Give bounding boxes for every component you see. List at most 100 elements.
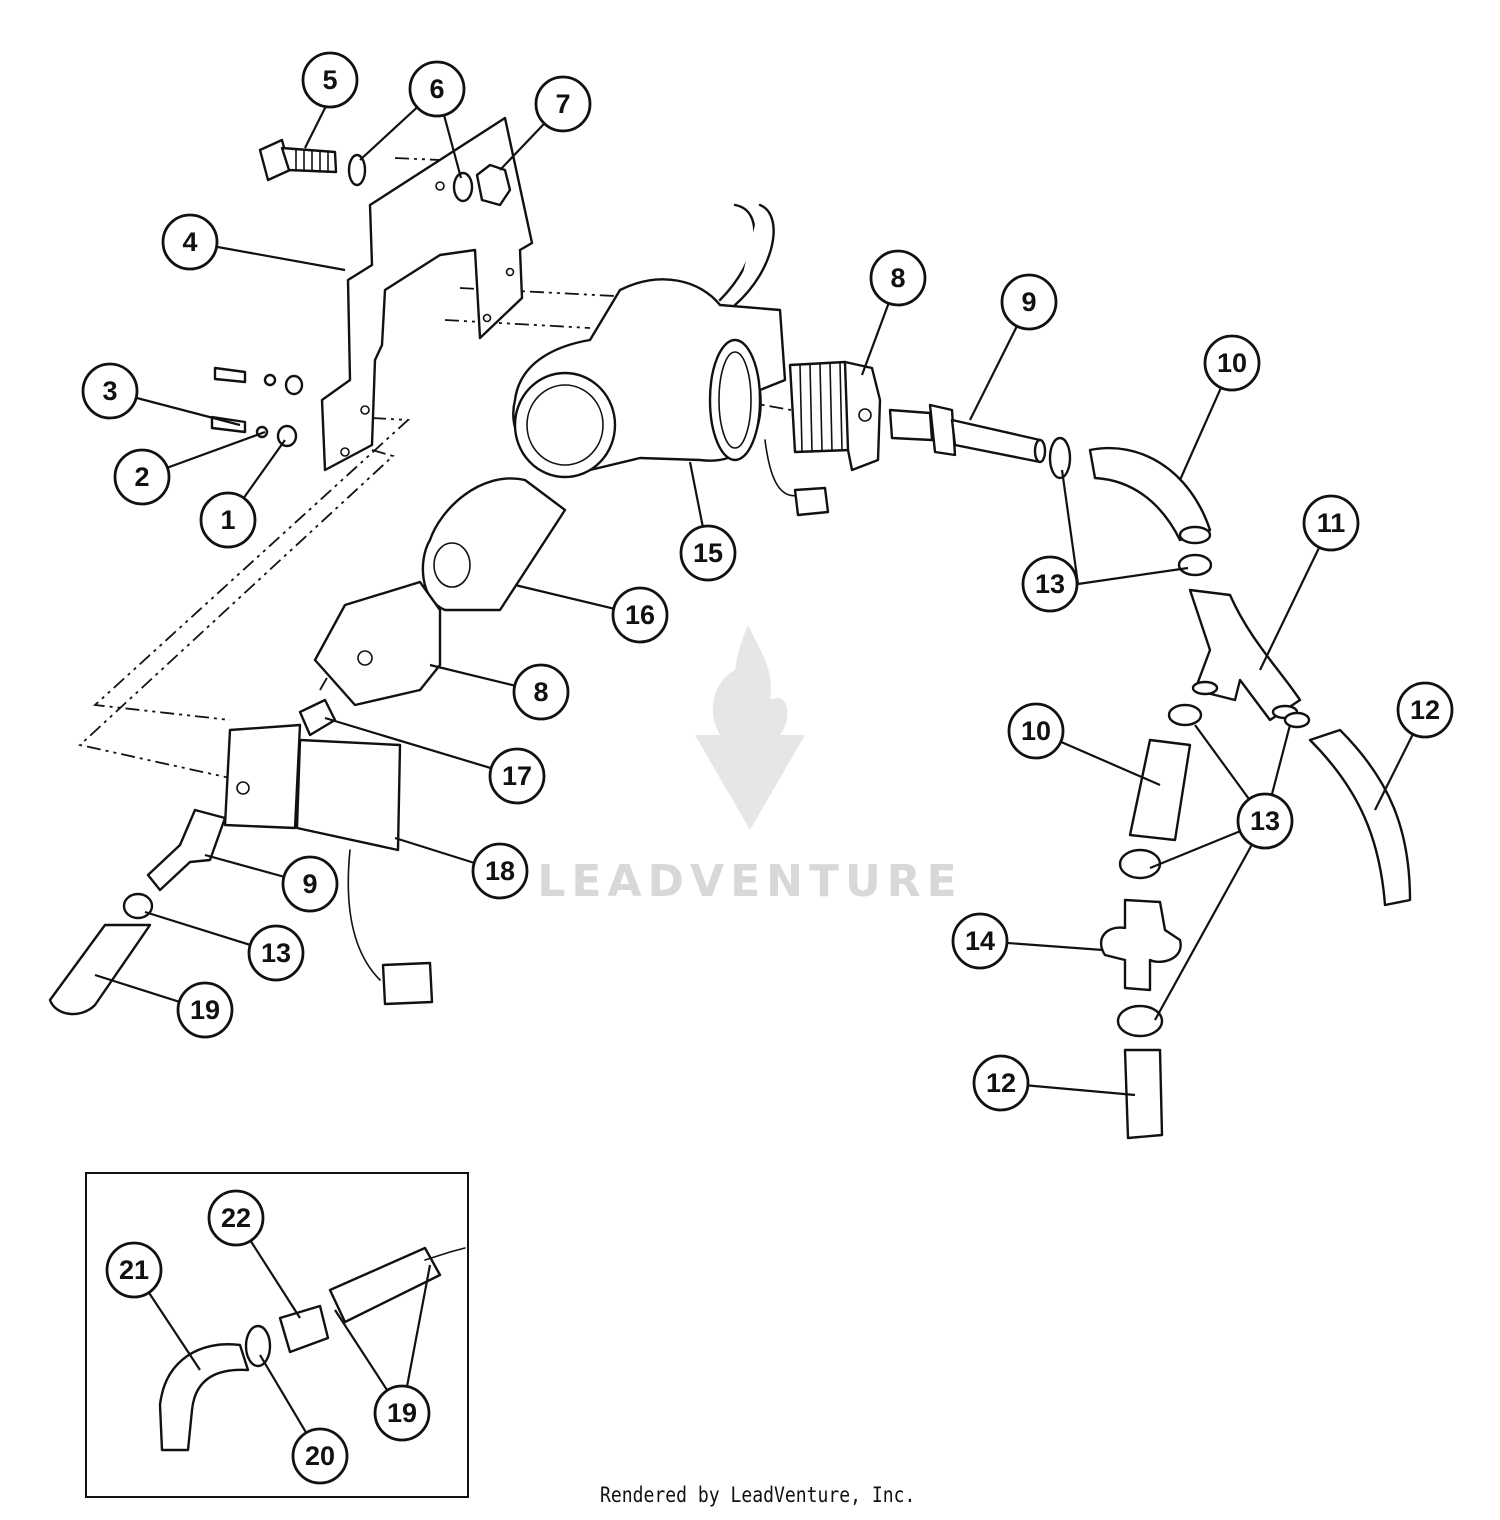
callout-circle <box>869 249 927 307</box>
callout-21: 21 <box>105 1241 163 1299</box>
callout-number: 21 <box>119 1255 149 1285</box>
callout-20: 20 <box>291 1427 349 1485</box>
callout-number: 4 <box>182 227 197 257</box>
callout-circle <box>373 1384 431 1442</box>
callout-5: 5 <box>301 51 359 109</box>
callout-number: 9 <box>1021 287 1036 317</box>
callout-number: 3 <box>102 376 117 406</box>
rubber-boot <box>421 477 567 612</box>
callout-19: 19 <box>176 981 234 1039</box>
callout-15: 15 <box>679 524 737 582</box>
threaded-bushing <box>788 360 882 472</box>
boot-opening <box>433 542 471 588</box>
callout-number: 15 <box>693 538 723 568</box>
callout-1: 1 <box>199 491 257 549</box>
small-fitting <box>298 698 337 737</box>
callout-number: 8 <box>890 263 905 293</box>
callout-circle <box>176 981 234 1039</box>
callout-number: 17 <box>502 761 532 791</box>
hose-assembly <box>1048 436 1412 1140</box>
callout-7: 7 <box>534 75 592 133</box>
callout-circle <box>679 524 737 582</box>
callout-number: 6 <box>429 74 444 104</box>
callout-circle <box>534 75 592 133</box>
callout-11: 11 <box>1302 494 1360 552</box>
callout-number: 13 <box>1250 806 1280 836</box>
callout-circle <box>1203 334 1261 392</box>
callout-13: 13 <box>1236 792 1294 850</box>
callout-circle <box>512 663 570 721</box>
callout-number: 18 <box>485 856 515 886</box>
callout-14: 14 <box>951 912 1009 970</box>
callout-circle <box>113 448 171 506</box>
barbed-fitting <box>888 403 1047 464</box>
callout-16: 16 <box>611 586 669 644</box>
callout-12: 12 <box>1396 681 1454 739</box>
callout-10: 10 <box>1203 334 1261 392</box>
callout-18: 18 <box>471 842 529 900</box>
callout-number: 12 <box>986 1068 1016 1098</box>
solenoid-valve <box>223 723 434 1006</box>
callout-17: 17 <box>488 747 546 805</box>
callout-circle <box>281 855 339 913</box>
callout-number: 19 <box>190 995 220 1025</box>
callout-number: 13 <box>1035 569 1065 599</box>
callout-9: 9 <box>281 855 339 913</box>
valve-tee-body <box>512 203 830 517</box>
callout-circle <box>291 1427 349 1485</box>
callout-number: 11 <box>1317 508 1346 538</box>
callout-number: 10 <box>1021 716 1051 746</box>
callout-22: 22 <box>207 1189 265 1247</box>
callout-number: 16 <box>625 600 655 630</box>
callout-circle <box>488 747 546 805</box>
clamp <box>122 892 154 920</box>
callout-circle <box>207 1189 265 1247</box>
threaded-bushing-lower <box>313 580 442 707</box>
hex-nut <box>475 163 512 207</box>
callout-number: 8 <box>533 677 548 707</box>
callout-circle <box>301 51 359 109</box>
callout-6: 6 <box>408 60 466 118</box>
callout-circle <box>1000 273 1058 331</box>
flame-v-logo-icon <box>695 625 805 830</box>
hex-bolt <box>258 138 338 182</box>
callout-4: 4 <box>161 213 219 271</box>
callout-12: 12 <box>972 1054 1030 1112</box>
callout-circle <box>81 362 139 420</box>
callout-circle <box>1396 681 1454 739</box>
callout-circle <box>1236 792 1294 850</box>
watermark-text: LEADVENTURE <box>537 856 962 907</box>
callout-number: 10 <box>1217 348 1247 378</box>
callout-circle <box>408 60 466 118</box>
callout-3: 3 <box>81 362 139 420</box>
callout-13: 13 <box>247 924 305 982</box>
callout-10: 10 <box>1007 702 1065 760</box>
callout-19: 19 <box>373 1384 431 1442</box>
callout-8: 8 <box>512 663 570 721</box>
mounting-bracket <box>320 116 534 472</box>
callout-circle <box>1021 555 1079 613</box>
callout-number: 5 <box>322 65 337 95</box>
washer <box>347 153 367 187</box>
callout-circle <box>471 842 529 900</box>
callout-circle <box>105 1241 163 1299</box>
callout-circle <box>1007 702 1065 760</box>
inset-parts <box>158 1246 466 1452</box>
washer <box>452 171 474 203</box>
callout-2: 2 <box>113 448 171 506</box>
callout-circle <box>611 586 669 644</box>
callout-circle <box>247 924 305 982</box>
callout-9: 9 <box>1000 273 1058 331</box>
callout-number: 9 <box>302 869 317 899</box>
callout-number: 12 <box>1410 695 1440 725</box>
callout-circle <box>951 912 1009 970</box>
callout-number: 2 <box>134 462 149 492</box>
hose-segment <box>48 923 152 1016</box>
footer-credit: Rendered by LeadVenture, Inc. <box>600 1483 916 1507</box>
callout-number: 14 <box>965 926 995 956</box>
callout-circle <box>199 491 257 549</box>
callout-8: 8 <box>869 249 927 307</box>
barbed-fitting-lower <box>146 808 227 892</box>
